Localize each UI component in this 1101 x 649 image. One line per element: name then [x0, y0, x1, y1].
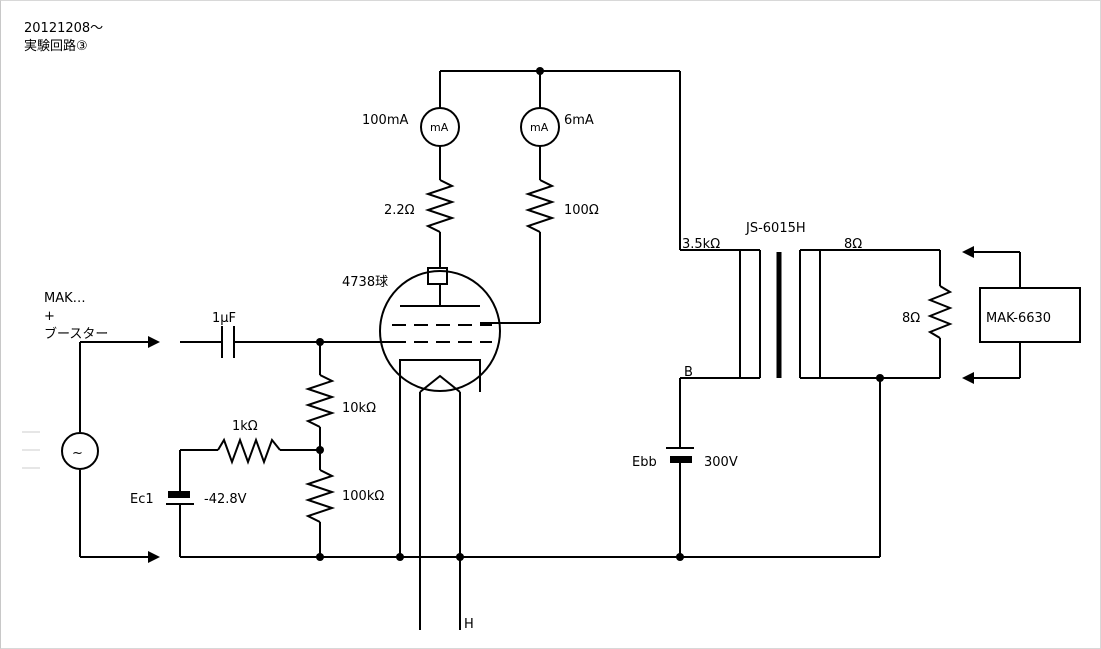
- input-label-1: MAK…: [44, 291, 86, 306]
- transformer-primary-label: 3.5kΩ: [682, 237, 720, 252]
- tube-4738: [379, 267, 540, 393]
- resistor-2-2-label: 2.2Ω: [384, 203, 415, 218]
- resistor-10k-label: 10kΩ: [342, 401, 376, 416]
- resistor-1k: [180, 437, 320, 465]
- bias-battery-name: Ec1: [130, 492, 154, 507]
- meter-6ma: [520, 71, 560, 180]
- plate-battery-value: 300V: [704, 455, 738, 470]
- tube-label: 4738球: [342, 275, 388, 290]
- coupling-capacitor: [180, 326, 380, 358]
- input-label-3: ブースター: [44, 326, 108, 342]
- junction-dots: [316, 67, 884, 561]
- header-title: 実験回路③: [24, 38, 88, 54]
- input-arrow-bottom: [148, 551, 160, 563]
- meter-6ma-label: 6mA: [564, 113, 594, 128]
- ac-source-symbol: ~: [72, 446, 83, 461]
- resistor-100k: [304, 450, 336, 557]
- input-label-2: +: [44, 309, 55, 324]
- resistor-100k-label: 100kΩ: [342, 489, 384, 504]
- bias-battery: [166, 450, 194, 557]
- resistor-10k: [304, 342, 336, 450]
- input-arrow-top: [148, 336, 160, 348]
- speaker-arrows: [962, 246, 1021, 384]
- resistor-100-label: 100Ω: [564, 203, 599, 218]
- ac-source: ~: [61, 336, 160, 563]
- coupling-cap-label: 1μF: [212, 311, 236, 326]
- transformer-model-label: JS-6015H: [745, 221, 806, 236]
- meter-100ma: [420, 71, 460, 180]
- resistor-load: [927, 250, 953, 378]
- speaker-box-label: MAK-6630: [986, 311, 1051, 326]
- resistor-100: [524, 179, 556, 323]
- resistor-load-label: 8Ω: [902, 311, 920, 326]
- meter-100ma-face: mA: [430, 121, 449, 134]
- meter-100ma-label: 100mA: [362, 113, 408, 128]
- heater-label: H: [464, 617, 474, 632]
- speaker-box: [979, 287, 1081, 343]
- resistor-2-2: [424, 179, 456, 268]
- header-date: 20121208～: [24, 21, 103, 36]
- plate-battery-name: Ebb: [632, 455, 657, 470]
- heater-leads: [399, 392, 461, 630]
- resistor-1k-label: 1kΩ: [232, 419, 258, 434]
- output-transformer: [680, 249, 940, 379]
- bias-battery-value: -42.8V: [204, 492, 247, 507]
- margin-marks: [22, 431, 40, 469]
- plate-battery: [666, 378, 694, 557]
- transformer-secondary-label: 8Ω: [844, 237, 862, 252]
- transformer-tap-b: B: [684, 365, 693, 380]
- meter-6ma-face: mA: [530, 121, 549, 134]
